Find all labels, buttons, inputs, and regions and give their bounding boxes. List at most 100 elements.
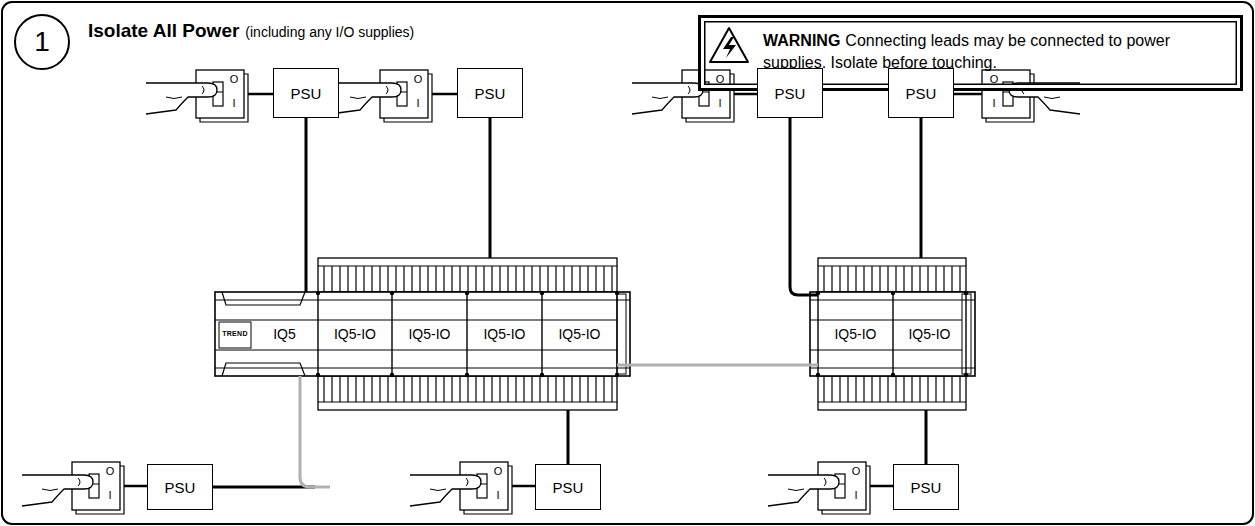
terminal-tooth [547, 266, 548, 292]
terminal-tooth [579, 266, 580, 292]
terminal-strip [818, 258, 966, 292]
terminal-tooth [911, 376, 912, 402]
node-label: IQ5-IO [408, 326, 450, 342]
power-connector [568, 410, 569, 464]
terminal-tooth [459, 376, 460, 402]
io-module: IQ5-IO [318, 258, 392, 410]
terminal-strip [318, 258, 617, 292]
module-divider [817, 292, 818, 376]
terminal-tooth [943, 266, 944, 292]
switch-on-mark: I [714, 97, 726, 109]
terminal-tooth [831, 376, 832, 402]
terminal-tooth [371, 266, 372, 292]
housing-recess [222, 363, 305, 376]
node-label: PSU [165, 479, 196, 496]
terminal-tooth [323, 376, 324, 402]
terminal-tooth [483, 266, 484, 292]
terminal-tooth [887, 266, 888, 292]
terminal-tooth [587, 376, 588, 402]
finger-crease [350, 97, 366, 99]
hand-finger [146, 83, 217, 114]
terminal-tooth [935, 266, 936, 292]
terminal-tooth [531, 266, 532, 292]
io-module: IQ5-IO [818, 258, 893, 410]
terminal-tooth [895, 266, 896, 292]
module-clip [540, 291, 544, 295]
terminal-tooth [347, 266, 348, 292]
module-clip [316, 291, 320, 295]
terminal-tooth [523, 376, 524, 402]
terminal-tooth [379, 376, 380, 402]
terminal-tooth [847, 376, 848, 402]
terminal-tooth [919, 266, 920, 292]
module-clip [390, 291, 394, 295]
bus-cable [617, 364, 818, 367]
terminal-tooth [331, 266, 332, 292]
supply-wire [248, 93, 273, 96]
terminal-tooth [427, 376, 428, 402]
terminal-tooth [475, 376, 476, 402]
title: Isolate All Power [88, 20, 239, 42]
power-lead [925, 410, 928, 464]
finger-nail [824, 478, 826, 486]
finger-crease [166, 97, 182, 99]
supply-wire [954, 93, 982, 96]
psu-box: PSU [888, 68, 954, 118]
terminal-tooth [959, 376, 960, 402]
switch-plate-shadow [686, 74, 734, 122]
controller-module: IQ5 [251, 292, 318, 376]
controller-housing [810, 292, 975, 376]
switch-on-mark: I [228, 97, 240, 109]
terminal-tooth [331, 376, 332, 402]
psu-box: PSU [757, 68, 823, 118]
terminal-tooth [823, 266, 824, 292]
terminal-tooth [863, 266, 864, 292]
logo-box [219, 322, 251, 348]
io-module: IQ5-IO [467, 258, 542, 410]
switch-plate-shadow [822, 466, 870, 514]
terminal-tooth [427, 266, 428, 292]
terminal-tooth [927, 266, 928, 292]
terminal-tooth [443, 376, 444, 402]
supply-wire [432, 93, 457, 96]
terminal-tooth [587, 266, 588, 292]
terminal-tooth [595, 266, 596, 292]
module-divider [466, 292, 467, 376]
terminal-tooth [571, 376, 572, 402]
switch-plate-shadow [76, 466, 124, 514]
switch-plate-shadow [200, 74, 248, 122]
module-clip [964, 291, 968, 295]
finger-crease [430, 489, 446, 491]
power-connector [213, 376, 330, 487]
power-lead [790, 118, 818, 295]
controller-housing [215, 292, 630, 376]
terminal-tooth [451, 266, 452, 292]
terminal-tooth [515, 266, 516, 292]
terminal-tooth [435, 376, 436, 402]
terminal-tooth [879, 376, 880, 402]
switch-on-mark: I [104, 489, 116, 501]
logo-text: TREND [220, 330, 250, 337]
terminal-tooth [919, 376, 920, 402]
module-clip [891, 373, 895, 377]
io-module: IQ5-IO [542, 258, 617, 410]
terminal-tooth [363, 376, 364, 402]
switch-off-mark: O [412, 73, 424, 85]
hand-finger [330, 83, 401, 114]
terminal-tooth [571, 266, 572, 292]
terminal-tooth [871, 266, 872, 292]
warning-heading: WARNING [763, 32, 840, 49]
node-label: PSU [553, 479, 584, 496]
finger-nail [386, 86, 388, 94]
node-label: IQ5-IO [558, 326, 600, 342]
terminal-tooth [387, 376, 388, 402]
housing-edge [215, 300, 630, 301]
node-label: PSU [291, 85, 322, 102]
terminal-tooth [903, 376, 904, 402]
finger-nail [688, 86, 690, 94]
terminal-tooth [475, 266, 476, 292]
warning-icon [710, 28, 748, 62]
terminal-tooth [603, 266, 604, 292]
psu-box: PSU [535, 464, 601, 510]
end-cap [962, 294, 971, 374]
